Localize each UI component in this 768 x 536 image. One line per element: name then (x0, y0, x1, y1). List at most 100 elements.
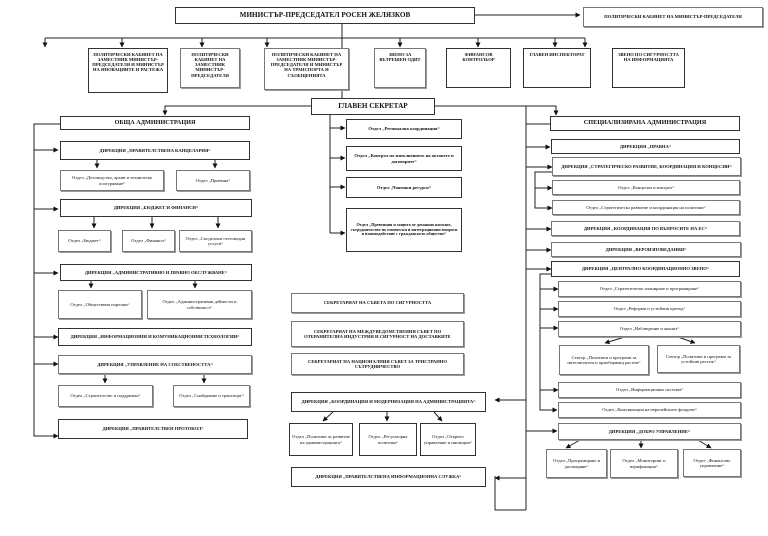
sector-sustainable-growth-label: Сектор „Политики и програми за устойчив … (666, 353, 731, 364)
dept-strategic-planning-label: Отдел „Стратегическо планиране и програм… (599, 286, 700, 292)
information-security-label: ЗВЕНО ПО СИГУРНОСТТА НА ИНФОРМАЦИЯТА (618, 52, 679, 63)
dept-concessions-label: Отдел „Концесии и контрол“ (617, 184, 675, 190)
specialized-administration-label: СПЕЦИАЛИЗИРАНА АДМИНИСТРАЦИЯ (583, 119, 707, 127)
prime-minister-box: МИНИСТЪР-ПРЕДСЕДАТЕЛ РОСЕН ЖЕЛЯЗКОВ (175, 7, 475, 24)
dept-construction-box: Отдел „Строителство и поддръжка“ (58, 385, 153, 407)
dept-financial-management-label: Отдел „Финансово управление“ (693, 457, 731, 468)
dept-eu-funds-communication-box: Отдел „Комуникация на европейските фондо… (558, 402, 741, 418)
dir-eu-coordination-label: ДИРЕКЦИЯ „КООРДИНАЦИЯ ПО ВЪПРОСИТЕ НА ЕС… (583, 225, 708, 231)
dept-records-label: Отдел „Деловодство, архив и техническо о… (71, 175, 153, 186)
sector-smart-growth-box: Сектор „Политики и програми за интелиген… (559, 345, 649, 375)
secretariat-defense-industry-label: СЕКРЕТАРИАТ НА МЕЖДУВЕДОМСТВЕНИЯ СЪВЕТ П… (304, 328, 451, 339)
dir-protocol-box: ДИРЕКЦИЯ „ПРАВИТЕЛСТВЕН ПРОТОКОЛ“ (58, 419, 248, 439)
secretariat-security-council-label: СЕКРЕТАРИАТ НА СЪВЕТА ПО СИГУРНОСТТА (323, 300, 432, 306)
dir-government-info-service-box: ДИРЕКЦИЯ „ПРАВИТЕЛСТВЕНА ИНФОРМАЦИОННА С… (291, 467, 486, 487)
deputy-pm-innovation-cabinet-box: ПОЛИТИЧЕСКИ КАБИНЕТ НА ЗАМЕСТНИК МИНИСТЪ… (88, 48, 168, 93)
dept-records-box: Отдел „Деловодство, архив и техническо о… (60, 170, 164, 191)
dept-strategic-planning-box: Отдел „Стратегическо планиране и програм… (558, 281, 741, 297)
dir-good-governance-box: ДИРЕКЦИЯ „ДОБРО УПРАВЛЕНИЕ“ (558, 423, 741, 440)
dept-admin-property-box: Отдел „Административни дейности и собств… (147, 290, 252, 319)
dept-strategic-policies-box: Отдел „Стратегическо развитие и координа… (552, 200, 740, 215)
dept-domestic-violence-prevention-label: Отдел „Превенция и защита от домашно нас… (350, 221, 458, 237)
dir-ict-label: ДИРЕКЦИЯ „ИНФОРМАЦИОННИ И КОМУНИКАЦИОННИ… (70, 334, 240, 340)
pm-political-cabinet-box: ПОЛИТИЧЕСКИ КАБИНЕТ НА МИНИСТЪР-ПРЕДСЕДА… (583, 7, 763, 27)
dept-acts-control-box: Отдел „Контрол по изпълнението на актове… (346, 146, 462, 171)
dept-monitoring-analysis-box: Отдел „Наблюдение и анализ“ (558, 321, 741, 337)
dir-protocol-label: ДИРЕКЦИЯ „ПРАВИТЕЛСТВЕН ПРОТОКОЛ“ (102, 426, 204, 432)
general-administration-label: ОБЩА АДМИНИСТРАЦИЯ (114, 118, 196, 126)
dept-information-systems-label: Отдел „Информационни системи“ (615, 387, 684, 393)
dept-domestic-violence-prevention-box: Отдел „Превенция и защита от домашно нас… (346, 208, 462, 252)
dept-budget-label: Отдел „Бюджет“ (68, 238, 101, 244)
secretariat-tripartite-box: СЕКРЕТАРИАТ НА НАЦИОНАЛНИЯ СЪВЕТ ЗА ТРИС… (291, 353, 464, 375)
dept-construction-label: Отдел „Строителство и поддръжка“ (70, 393, 141, 399)
dept-shared-accounting-box: Отдел „Споделени счетоводни услуги“ (179, 230, 252, 252)
dept-admin-policies-label: Отдел „Политики за развитие на администр… (292, 434, 351, 445)
dept-monitoring-analysis-label: Отдел „Наблюдение и анализ“ (619, 326, 680, 332)
dept-admin-policies-box: Отдел „Политики за развитие на администр… (289, 423, 353, 456)
information-security-box: ЗВЕНО ПО СИГУРНОСТТА НА ИНФОРМАЦИЯТА (612, 48, 685, 88)
dept-acts-control-label: Отдел „Контрол по изпълнението на актове… (354, 153, 454, 164)
dept-regulatory-policy-box: Отдел „Регулаторна политика“ (359, 423, 417, 456)
prime-minister-label: МИНИСТЪР-ПРЕДСЕДАТЕЛ РОСЕН ЖЕЛЯЗКОВ (239, 11, 411, 20)
dir-religions-label: ДИРЕКЦИЯ „ВЕРОИЗПОВЕДАНИЯ“ (605, 246, 687, 252)
dir-admin-legal-box: ДИРЕКЦИЯ „АДМИНИСТРАТИВНО И ПРАВНО ОБСЛУ… (60, 264, 252, 281)
dept-financial-management-box: Отдел „Финансово управление“ (683, 449, 741, 477)
dept-reception-box: Отдел „Приемна“ (176, 170, 250, 191)
sector-smart-growth-label: Сектор „Политики и програми за интелиген… (567, 354, 641, 365)
dir-legal-box: ДИРЕКЦИЯ „ПРАВНА“ (551, 139, 740, 154)
dir-central-coordination-box: ДИРЕКЦИЯ „ЦЕНТРАЛНО КООРДИНАЦИОННО ЗВЕНО… (551, 261, 740, 277)
dept-eu-funds-communication-label: Отдел „Комуникация на европейските фондо… (602, 407, 697, 413)
deputy-pm-transport-cabinet-label: ПОЛИТИЧЕСКИ КАБИНЕТ НА ЗАМЕСТНИК МИНИСТЪ… (270, 52, 343, 78)
dept-hr-box: Отдел „Човешки ресурси“ (346, 177, 462, 198)
financial-controller-label: ФИНАНСОВ КОНТРОЛЬОР (462, 52, 495, 63)
dept-procurement-box: Отдел „Обществени поръчки“ (58, 290, 142, 319)
deputy-pm-cabinet-box: ПОЛИТИЧЕСКИ КАБИНЕТ НА ЗАМЕСТНИК МИНИСТЪ… (180, 48, 240, 88)
deputy-pm-innovation-cabinet-label: ПОЛИТИЧЕСКИ КАБИНЕТ НА ЗАМЕСТНИК МИНИСТЪ… (92, 52, 164, 73)
dir-eu-coordination-box: ДИРЕКЦИЯ „КООРДИНАЦИЯ ПО ВЪПРОСИТЕ НА ЕС… (551, 221, 740, 236)
chief-secretary-box: ГЛАВЕН СЕКРЕТАР (311, 98, 435, 115)
financial-controller-box: ФИНАНСОВ КОНТРОЛЬОР (446, 48, 511, 88)
dept-supply-transport-label: Отдел „Снабдяване и транспорт“ (179, 393, 244, 399)
dir-property-management-label: ДИРЕКЦИЯ „УПРАВЛЕНИЕ НА СОБСТВЕНОСТТА“ (97, 361, 213, 367)
dir-strategic-development-label: ДИРЕКЦИЯ „СТРАТЕГИЧЕСКО РАЗВИТИЕ, КООРДИ… (561, 163, 732, 169)
dir-good-governance-label: ДИРЕКЦИЯ „ДОБРО УПРАВЛЕНИЕ“ (608, 428, 691, 434)
dir-strategic-development-box: ДИРЕКЦИЯ „СТРАТЕГИЧЕСКО РАЗВИТИЕ, КООРДИ… (552, 157, 741, 176)
dir-ict-box: ДИРЕКЦИЯ „ИНФОРМАЦИОННИ И КОМУНИКАЦИОННИ… (58, 328, 252, 346)
dept-supply-transport-box: Отдел „Снабдяване и транспорт“ (173, 385, 250, 407)
dept-open-government-box: Отдел „Открито управление и иновации“ (420, 423, 476, 456)
dir-admin-legal-label: ДИРЕКЦИЯ „АДМИНИСТРАТИВНО И ПРАВНО ОБСЛУ… (84, 269, 228, 275)
dept-shared-accounting-label: Отдел „Споделени счетоводни услуги“ (185, 235, 246, 246)
dir-government-office-label: ДИРЕКЦИЯ „ПРАВИТЕЛСТВЕНА КАНЦЕЛАРИЯ“ (99, 147, 211, 153)
dir-budget-finance-label: ДИРЕКЦИЯ „БЮДЖЕТ И ФИНАНСИ“ (113, 205, 199, 211)
chief-secretary-label: ГЛАВЕН СЕКРЕТАР (338, 102, 408, 111)
dept-finance-box: Отдел „Финанси“ (122, 230, 175, 252)
deputy-pm-transport-cabinet-box: ПОЛИТИЧЕСКИ КАБИНЕТ НА ЗАМЕСТНИК МИНИСТЪ… (264, 48, 349, 90)
specialized-administration-box: СПЕЦИАЛИЗИРАНА АДМИНИСТРАЦИЯ (550, 116, 740, 131)
dept-reforms-box: Отдел „Реформи и устойчив преход“ (558, 301, 741, 317)
general-administration-box: ОБЩА АДМИНИСТРАЦИЯ (60, 116, 250, 130)
dept-admin-property-label: Отдел „Административни дейности и собств… (162, 299, 237, 310)
dir-admin-modernization-label: ДИРЕКЦИЯ „КООРДИНАЦИЯ И МОДЕРНИЗАЦИЯ НА … (301, 399, 476, 405)
pm-political-cabinet-label: ПОЛИТИЧЕСКИ КАБИНЕТ НА МИНИСТЪР-ПРЕДСЕДА… (604, 14, 742, 20)
dept-programming-contracting-box: Отдел „Програмиране и договаряне“ (546, 449, 607, 478)
dir-central-coordination-label: ДИРЕКЦИЯ „ЦЕНТРАЛНО КООРДИНАЦИОННО ЗВЕНО… (581, 266, 710, 272)
sector-sustainable-growth-box: Сектор „Политики и програми за устойчив … (657, 345, 740, 373)
dir-government-info-service-label: ДИРЕКЦИЯ „ПРАВИТЕЛСТВЕНА ИНФОРМАЦИОННА С… (315, 474, 462, 480)
dept-procurement-label: Отдел „Обществени поръчки“ (70, 301, 130, 307)
dept-reception-label: Отдел „Приемна“ (195, 177, 231, 183)
dir-government-office-box: ДИРЕКЦИЯ „ПРАВИТЕЛСТВЕНА КАНЦЕЛАРИЯ“ (60, 141, 250, 160)
dept-concessions-box: Отдел „Концесии и контрол“ (552, 180, 740, 195)
dept-regulatory-policy-label: Отдел „Регулаторна политика“ (368, 434, 408, 445)
internal-audit-box: ЗВЕНО ЗА ВЪТРЕШЕН ОДИТ (374, 48, 426, 88)
dept-finance-label: Отдел „Финанси“ (131, 238, 166, 244)
internal-audit-label: ЗВЕНО ЗА ВЪТРЕШЕН ОДИТ (379, 52, 421, 63)
secretariat-defense-industry-box: СЕКРЕТАРИАТ НА МЕЖДУВЕДОМСТВЕНИЯ СЪВЕТ П… (291, 321, 464, 347)
dept-regional-coordination-label: Отдел „Регионална координация“ (368, 126, 440, 132)
secretariat-tripartite-label: СЕКРЕТАРИАТ НА НАЦИОНАЛНИЯ СЪВЕТ ЗА ТРИС… (308, 358, 447, 369)
dir-property-management-box: ДИРЕКЦИЯ „УПРАВЛЕНИЕ НА СОБСТВЕНОСТТА“ (58, 355, 252, 374)
dept-monitoring-verification-box: Отдел „Мониторинг и верификация“ (610, 449, 678, 478)
dept-strategic-policies-label: Отдел „Стратегическо развитие и координа… (586, 204, 706, 210)
